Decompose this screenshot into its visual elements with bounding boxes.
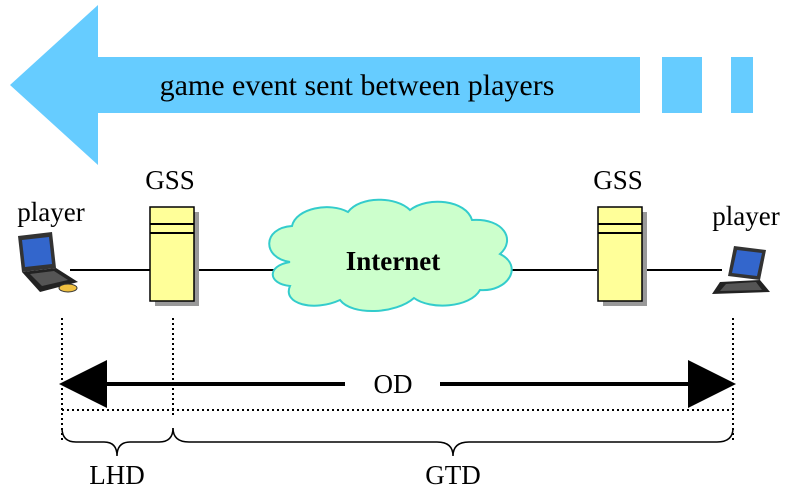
banner-arrow-body xyxy=(10,5,640,165)
gss-right-label: GSS xyxy=(593,165,643,195)
od-label: OD xyxy=(374,369,413,399)
od-arrow: OD xyxy=(59,360,736,408)
laptop-icon-right xyxy=(712,246,770,294)
laptop-right-keys xyxy=(720,282,762,291)
laptop-left-disc xyxy=(58,283,78,293)
server-right-body xyxy=(597,206,643,302)
server-tower-icon-right xyxy=(597,206,647,306)
laptop-left-screen xyxy=(22,237,52,267)
gtd-brace xyxy=(172,427,734,457)
server-tower-icon xyxy=(149,206,199,306)
gtd-label: GTD xyxy=(425,460,481,490)
laptop-left-keys xyxy=(30,271,68,286)
cloud-shape xyxy=(268,198,513,312)
lhd-label: LHD xyxy=(89,460,145,490)
player-left-label: player xyxy=(17,197,84,227)
laptop-right-screen xyxy=(732,250,762,276)
player-right-label: player xyxy=(712,201,779,231)
lhd-brace xyxy=(61,427,174,457)
internet-cloud: Internet xyxy=(268,198,513,312)
left-arrow-banner: game event sent between players xyxy=(10,5,753,165)
laptop-icon xyxy=(18,232,78,293)
banner-dash-2 xyxy=(731,57,753,113)
server-left-body xyxy=(149,206,195,302)
banner-dash-1 xyxy=(662,57,702,113)
cloud-label: Internet xyxy=(346,246,440,276)
banner-text: game event sent between players xyxy=(160,69,555,102)
gss-left-label: GSS xyxy=(145,165,195,195)
